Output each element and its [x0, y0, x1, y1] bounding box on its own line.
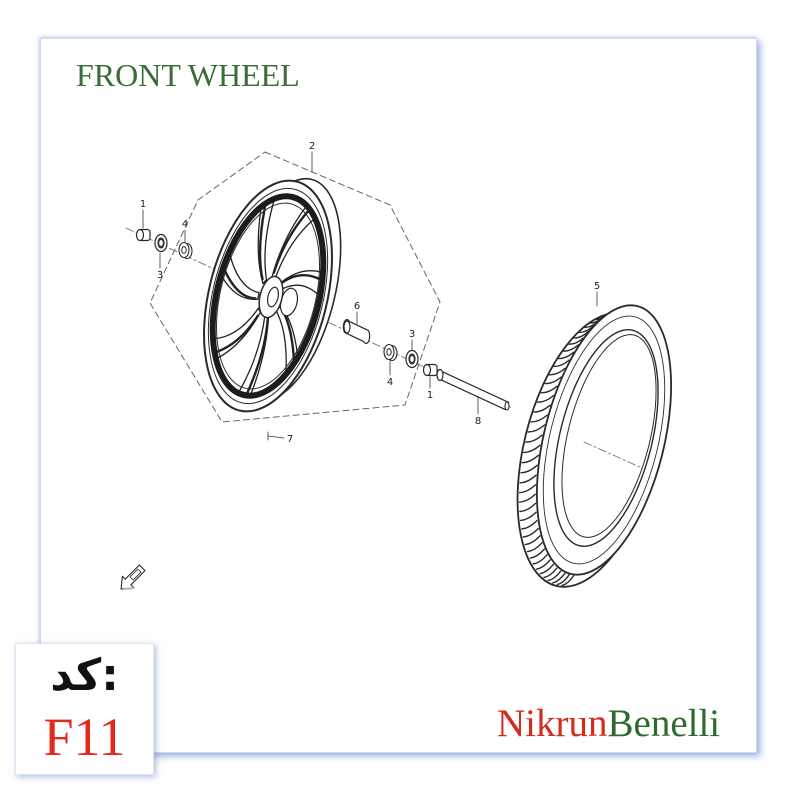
tire-tread-mark: [562, 344, 580, 352]
wheel-spoke-shading: [215, 314, 259, 354]
tire-tread-mark: [520, 464, 538, 474]
tire-tread-mark: [552, 572, 566, 584]
collar-right: [422, 363, 438, 377]
tire-tread-mark: [529, 548, 546, 559]
tire-tread-mark: [532, 554, 548, 565]
callout-bearing-left: 3: [157, 270, 163, 281]
callout-axle: 8: [475, 416, 481, 427]
callout-labels: 1 3 4 2 6 4 3 1 8 5 7: [140, 141, 600, 445]
bearing-right: [405, 349, 419, 369]
tire-tread-mark: [521, 519, 538, 530]
part-code-value: F11: [43, 707, 126, 767]
tire-tread-mark: [556, 574, 570, 586]
callout-bearing-right: 3: [409, 329, 415, 340]
callout-spacer-left: 4: [182, 219, 188, 230]
tire-tread-mark: [558, 351, 575, 360]
wheel-spoke-shading: [272, 210, 309, 274]
rim-inner-line: [215, 202, 321, 390]
tire-tread-mark: [543, 567, 558, 579]
callout-collar-left: 1: [140, 199, 146, 210]
callout-tire: 5: [594, 281, 600, 292]
wheel-rim: [203, 177, 342, 413]
tire: [516, 304, 673, 588]
callout-leaders: [142, 151, 598, 441]
tire-tread-mark: [522, 527, 539, 538]
tire-tread-mark: [536, 394, 555, 403]
tire-tread-mark: [524, 535, 541, 546]
spacer-ring-left: [178, 241, 193, 260]
tire-tread-mark: [526, 542, 543, 553]
rim-band: [209, 193, 327, 399]
callout-wheel: 2: [309, 141, 315, 152]
spacer-tube: [342, 319, 371, 344]
tire-tread-mark: [530, 414, 548, 423]
tire-tread-mark: [548, 367, 566, 376]
front-axle: [436, 368, 510, 411]
tire-tread-mark: [539, 563, 555, 575]
callout-collar-right: 1: [427, 390, 433, 401]
page-title: FRONT WHEEL: [76, 57, 300, 93]
wheel-spoke-shading: [258, 206, 266, 281]
callout-spacer-tube: 6: [354, 301, 360, 312]
tire-tread-mark: [519, 502, 537, 513]
tire-tread-mark: [527, 424, 546, 433]
brand-name-part-1: Nikrun: [497, 702, 608, 745]
callout-spacer-right: 4: [387, 377, 393, 388]
tire-tread-mark: [525, 434, 543, 443]
tire-tread-mark: [523, 444, 541, 454]
tire-tread-mark: [535, 559, 551, 570]
wheel-spoke-shading: [223, 268, 257, 300]
brand-name-part-2: Benelli: [607, 702, 721, 745]
tire-bead-inner: [561, 334, 657, 538]
tire-tread-mark: [553, 359, 570, 368]
brand-name: NikrunBenelli: [497, 702, 720, 746]
tire-tread-mark: [519, 474, 537, 484]
front-direction-arrow-icon: [120, 564, 146, 591]
tire-tread-mark: [547, 570, 562, 582]
collar-left: [135, 228, 151, 242]
tire-tread-mark: [540, 385, 558, 394]
rim-flange-line: [207, 187, 329, 405]
tire-tread-mark: [561, 574, 575, 587]
wheel-assembly-outline: [149, 151, 441, 423]
wheel-spoke-shading: [246, 317, 270, 393]
part-code-card: کد: F11: [15, 643, 154, 775]
wheel-spoke-shading: [279, 274, 322, 285]
part-code-label: کد:: [50, 650, 119, 701]
wheel-hub-bore: [266, 286, 280, 308]
leader-valve: [267, 435, 285, 439]
tire-tread-mark: [533, 404, 551, 413]
tire-center-line: [583, 441, 643, 469]
tire-tread-mark: [519, 511, 537, 522]
spacer-ring-right: [383, 343, 398, 362]
tire-tread-mark: [567, 337, 584, 345]
tire-tread-mark: [518, 493, 536, 503]
bearing-left: [154, 233, 168, 253]
callout-valve: 7: [287, 434, 293, 445]
tire-tread-mark: [573, 331, 589, 339]
tire-tread-mark: [518, 484, 537, 494]
tire-tread-mark: [521, 454, 540, 464]
tire-tread-mark: [544, 376, 562, 385]
tire-sidewall-line: [542, 315, 666, 565]
